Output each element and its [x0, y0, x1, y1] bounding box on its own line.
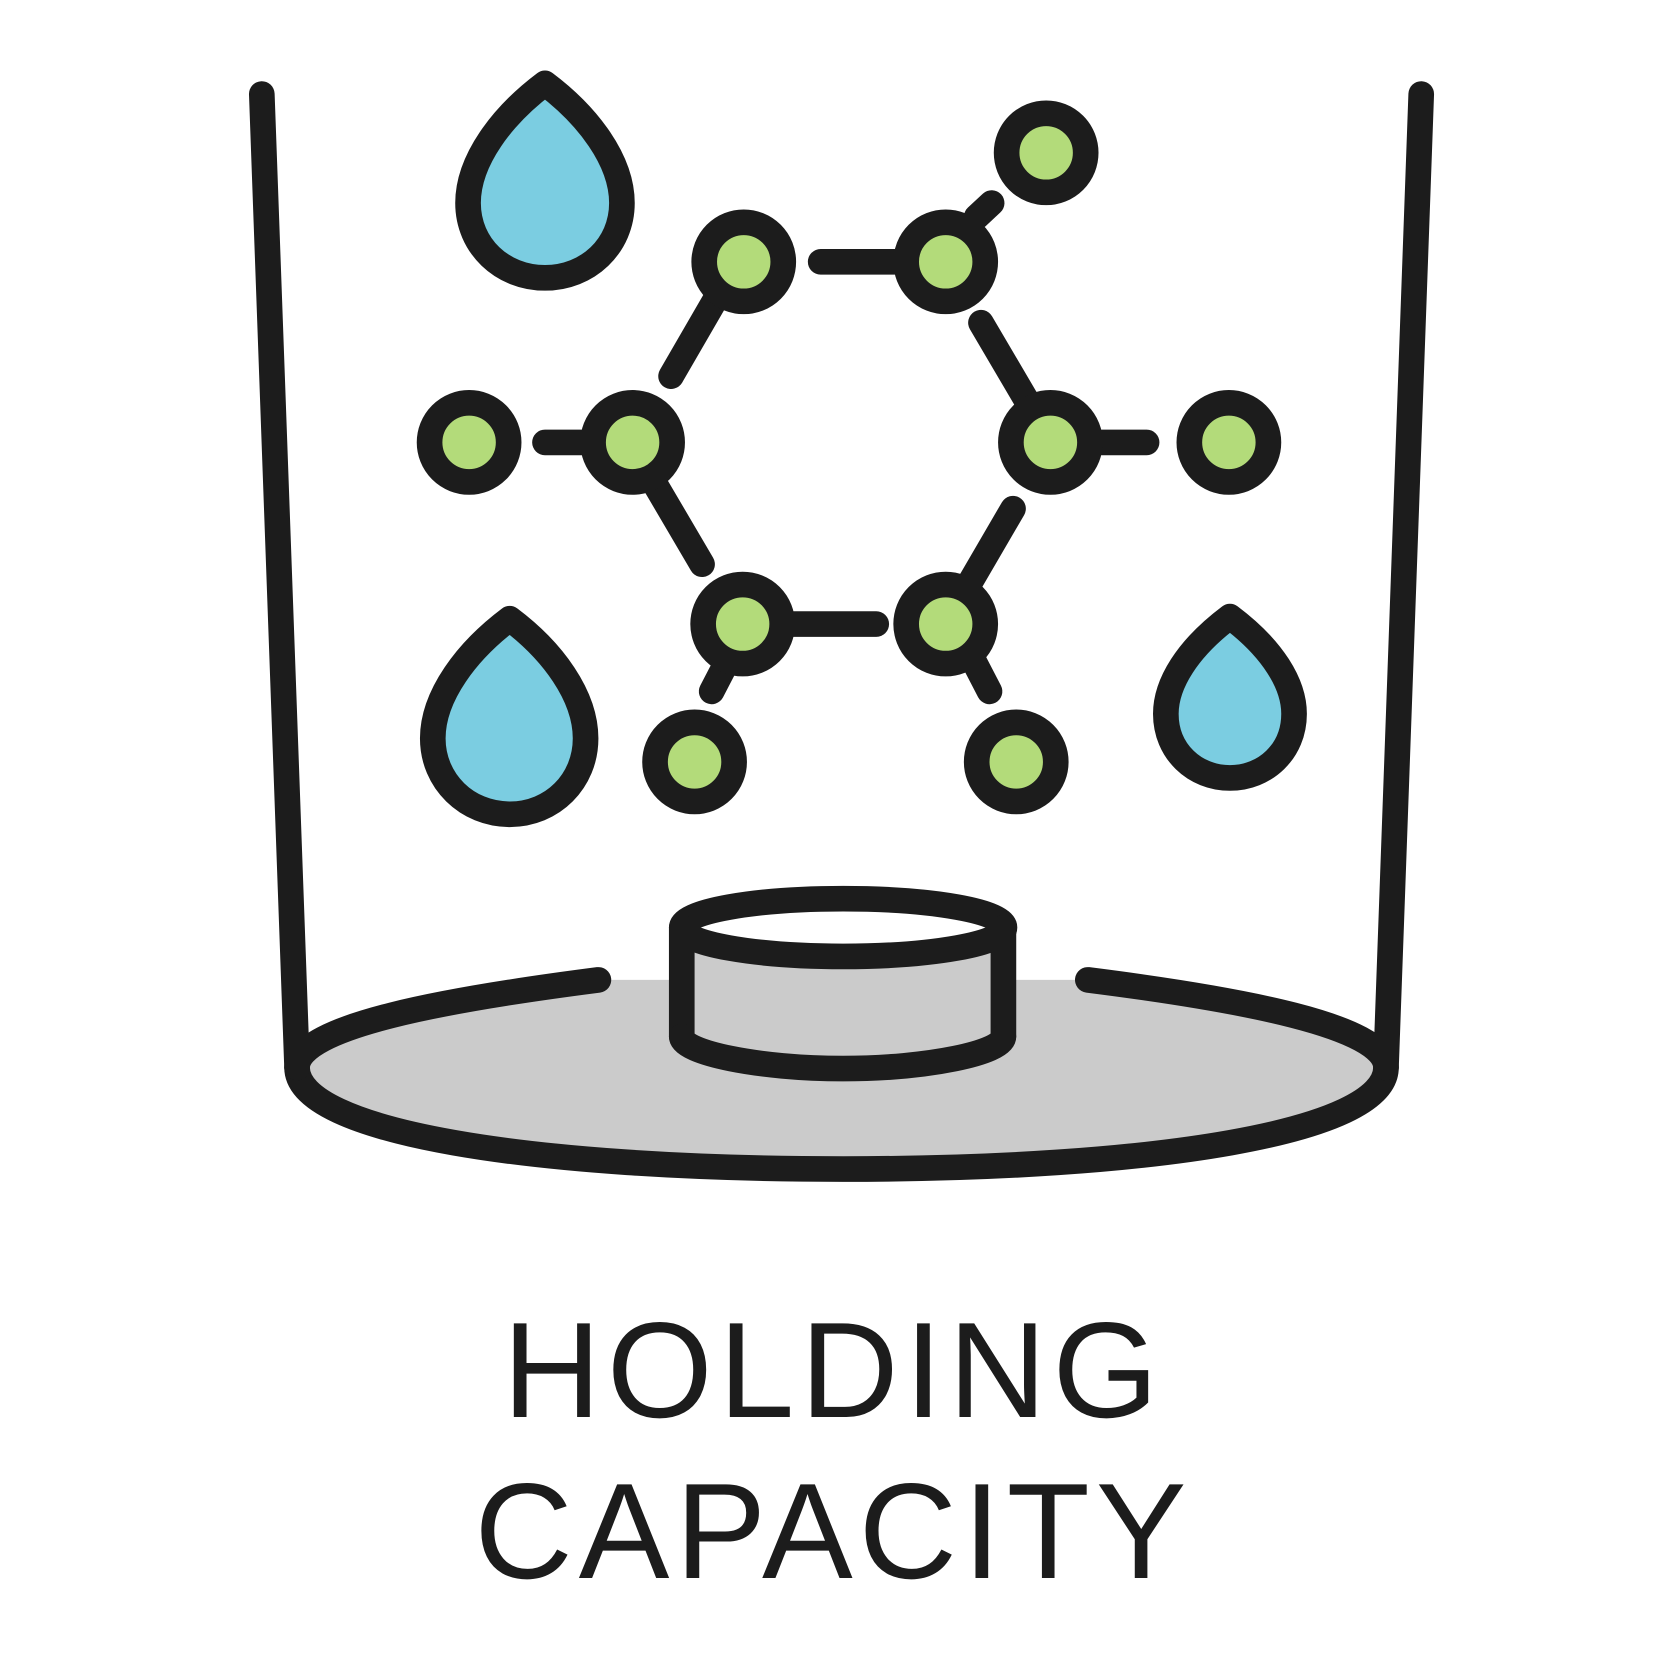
caption-line-1: HOLDING	[502, 1294, 1165, 1446]
water-drop-icon	[419, 70, 1307, 828]
resin-puck-icon	[668, 885, 1018, 1082]
atom-icon	[416, 100, 1282, 815]
caption-line-2: CAPACITY	[474, 1455, 1193, 1607]
container-icon	[248, 81, 1435, 1081]
molecule-bonds-icon	[532, 190, 1160, 705]
